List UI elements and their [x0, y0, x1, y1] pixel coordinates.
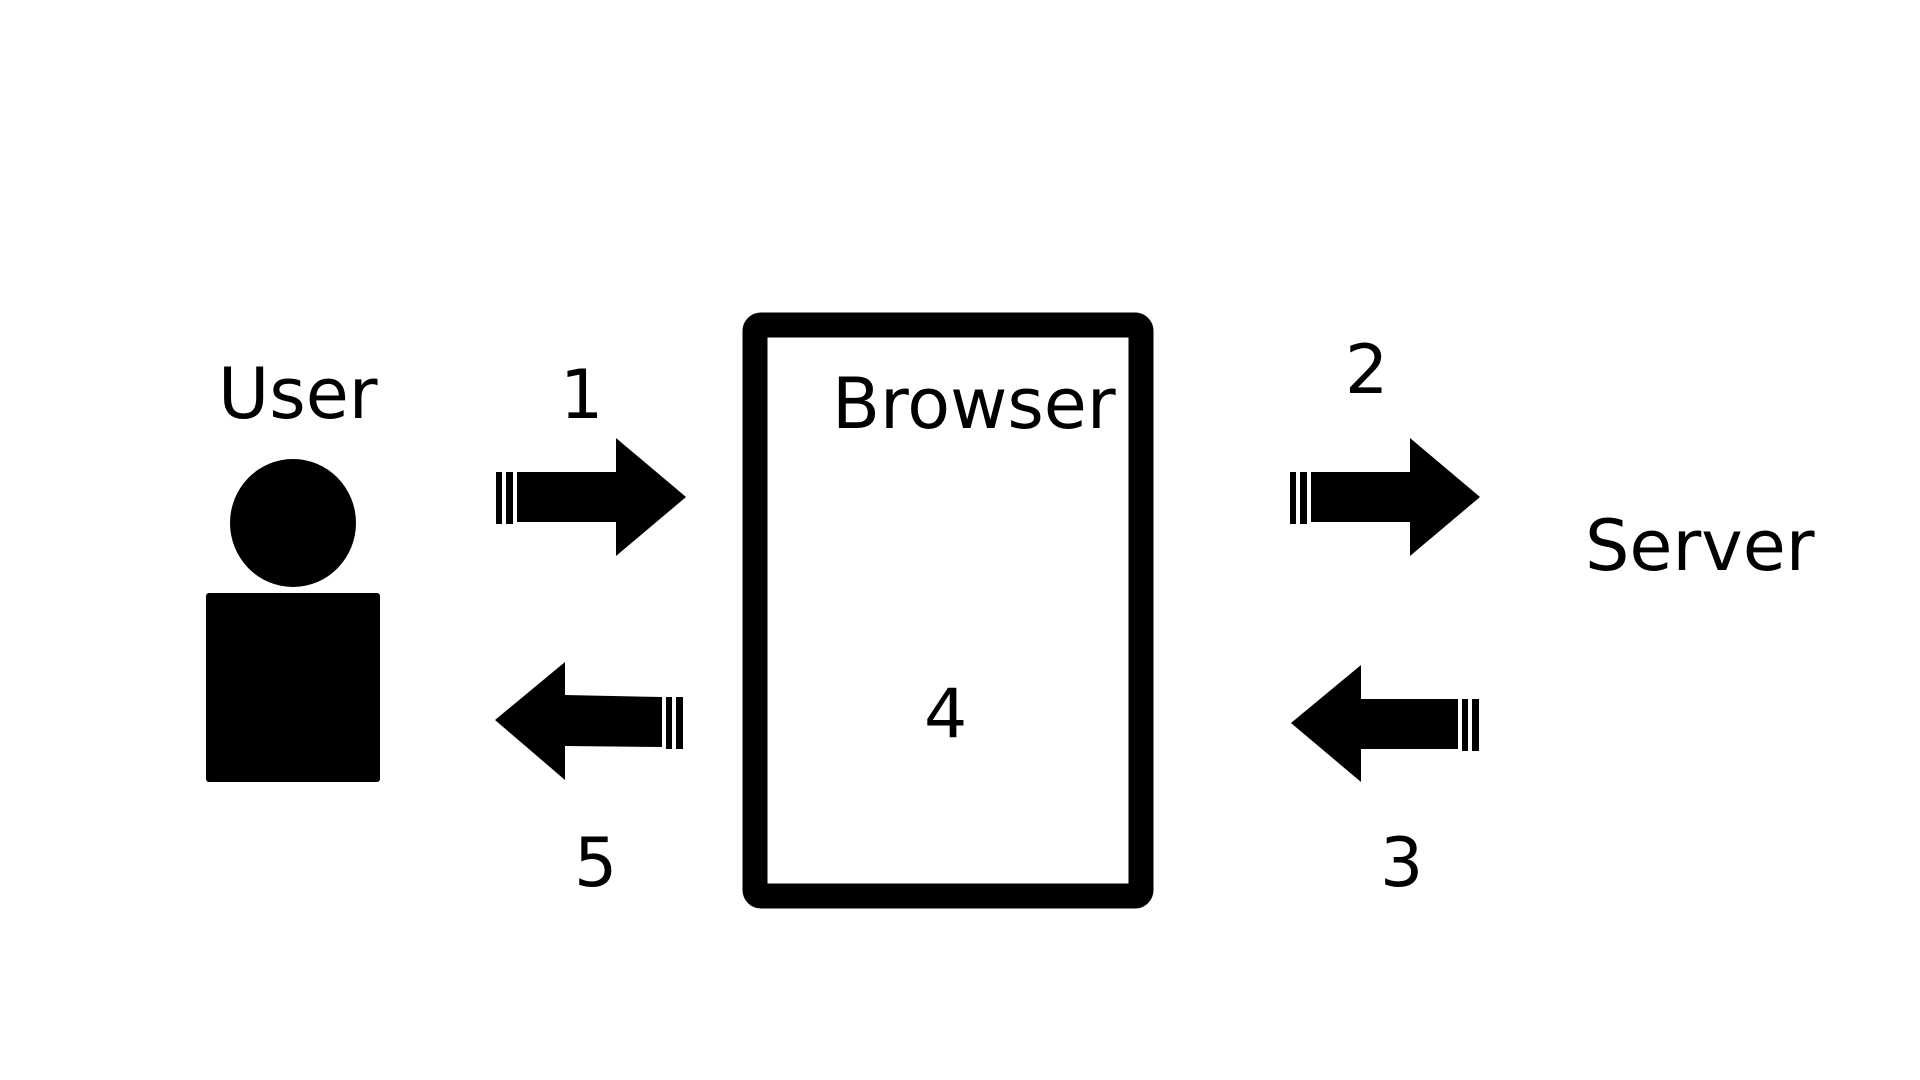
step-3-label: 3 — [1380, 824, 1423, 903]
person-body — [206, 593, 380, 782]
server-label: Server — [1585, 505, 1815, 587]
step-5-label: 5 — [574, 824, 617, 903]
step-1-label: 1 — [560, 356, 603, 435]
browser-label: Browser — [832, 363, 1116, 445]
arrow-browser-to-server — [1290, 438, 1480, 556]
browser-box — [742, 312, 1154, 909]
person-icon — [206, 459, 380, 782]
person-head — [230, 459, 356, 587]
arrow-server-to-browser — [1291, 665, 1479, 782]
user-label: User — [218, 353, 378, 435]
arrow-user-to-browser — [496, 438, 686, 556]
arrow-browser-to-user — [495, 662, 683, 780]
step-2-label: 2 — [1345, 331, 1388, 410]
step-4-label: 4 — [924, 675, 967, 754]
